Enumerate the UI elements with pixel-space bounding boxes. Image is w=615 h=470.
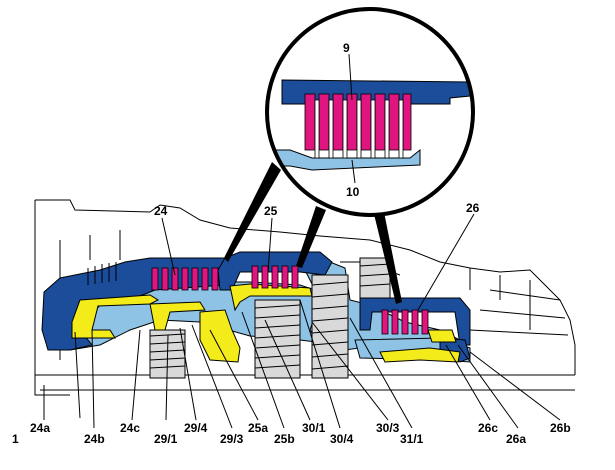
label-1: 1 — [12, 432, 19, 446]
label-26: 26 — [466, 201, 480, 215]
magnifier-callout — [224, 7, 475, 304]
magnified-clutch-detail — [269, 79, 471, 171]
yellow-piston-24 — [71, 294, 160, 339]
label-29-4: 29/4 — [184, 421, 208, 435]
magnifier-beam-left — [224, 162, 281, 262]
label-29-3: 29/3 — [220, 432, 244, 446]
label-26a: 26a — [506, 432, 526, 446]
gear-30-3 — [311, 274, 349, 379]
yellow-piston-25 — [229, 283, 313, 312]
yellow-components — [71, 283, 461, 363]
label-9: 9 — [343, 41, 350, 55]
label-31-1: 31/1 — [400, 432, 424, 446]
label-30-4: 30/4 — [330, 432, 354, 446]
label-26b: 26b — [550, 421, 571, 435]
label-24c: 24c — [120, 421, 140, 435]
yellow-piston-25a — [199, 309, 241, 363]
part-labels: 9 10 24 25 26 1 24a 24b 24c 29/1 29/4 29… — [12, 41, 571, 446]
label-25: 25 — [264, 204, 278, 218]
upper-left-ribs — [87, 262, 117, 285]
label-10: 10 — [346, 185, 360, 199]
label-26c: 26c — [478, 421, 498, 435]
transmission-housing-outline — [34, 199, 576, 396]
magnifier-beam-middle — [296, 206, 326, 268]
label-25a: 25a — [248, 421, 268, 435]
label-29-1: 29/1 — [154, 432, 178, 446]
label-24a: 24a — [30, 421, 50, 435]
clutch-pack-24 — [151, 267, 219, 291]
label-30-3: 30/3 — [376, 421, 400, 435]
label-25b: 25b — [274, 432, 295, 446]
magnifier-beam-right — [372, 202, 402, 304]
leader-lines — [43, 53, 561, 429]
yellow-piston-26 — [379, 347, 461, 363]
label-30-1: 30/1 — [302, 421, 326, 435]
clutch-plates — [151, 265, 429, 335]
yellow-seal-26 — [427, 329, 457, 343]
magnified-steel-plates — [314, 99, 404, 159]
clutch-pack-26 — [381, 309, 429, 335]
label-24: 24 — [154, 204, 168, 218]
magnifier-circle-rim — [265, 7, 475, 217]
label-24b: 24b — [84, 432, 105, 446]
clutch-pack-25 — [251, 265, 299, 289]
